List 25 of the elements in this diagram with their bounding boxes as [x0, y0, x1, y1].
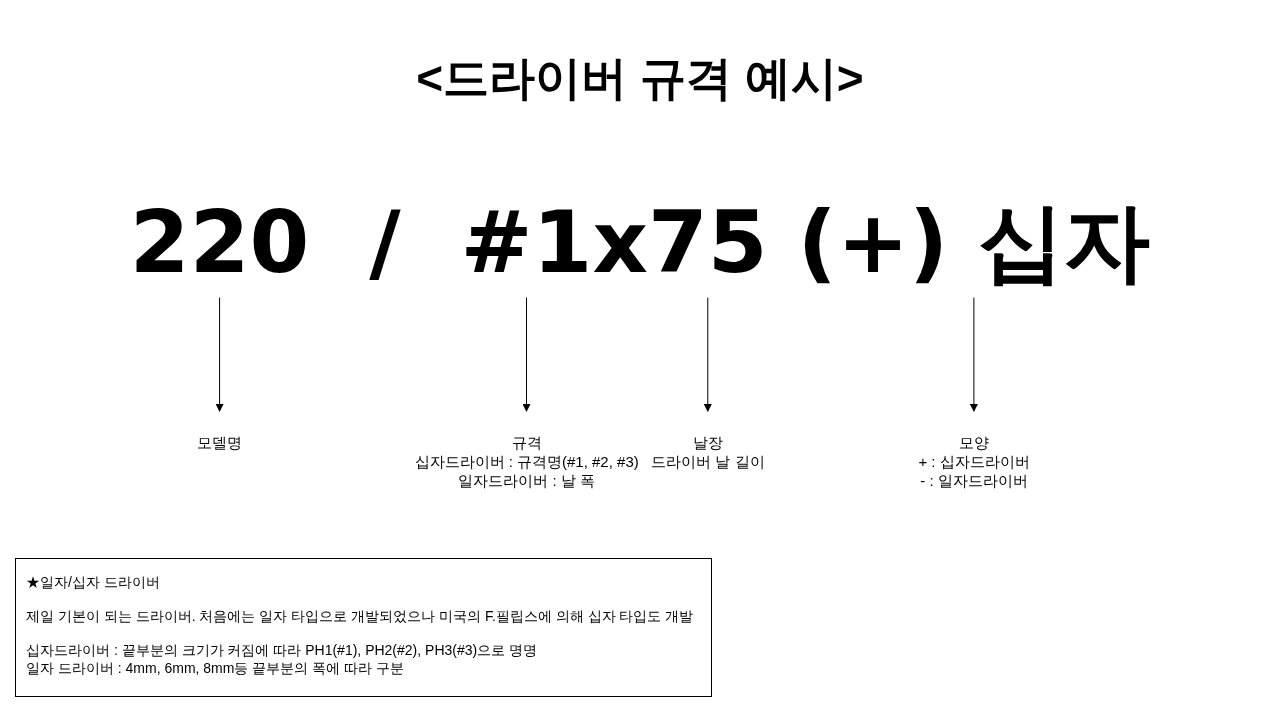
label-text: 일자드라이버 : 날 폭: [458, 471, 595, 490]
label-text: 십자드라이버 : 규격명(#1, #2, #3): [414, 452, 639, 471]
note-box: [15, 558, 712, 697]
label-heading: 모양: [959, 433, 989, 452]
note-text: 일자 드라이버 : 4mm, 6mm, 8mm등 끝부분의 폭에 따라 구분: [26, 659, 404, 677]
note-text: 제일 기본이 되는 드라이버. 처음에는 일자 타입으로 개발되었으나 미국의 F.필립스에 의해 십자 타입도 개발: [26, 607, 694, 625]
arrow: [215, 297, 224, 412]
spec-code-part: (+) 십자: [797, 195, 1151, 290]
note-text: 십자드라이버 : 끝부분의 크기가 커짐에 따라 PH1(#1), PH2(#2), PH3(#3)으로 명명: [26, 641, 538, 659]
spec-code-separator: x: [592, 195, 648, 290]
spec-code-part: 75: [647, 195, 768, 290]
label-heading: 날장: [692, 433, 723, 452]
label-text: 드라이버 날 길이: [651, 452, 765, 471]
label-text: + : 십자드라이버: [918, 452, 1030, 471]
label-heading: 규격: [511, 433, 542, 452]
note-heading: ★일자/십자 드라이버: [26, 573, 160, 591]
label-text: - : 일자드라이버: [920, 471, 1028, 490]
arrow: [522, 297, 531, 412]
arrow: [969, 297, 978, 412]
spec-code-part: 220: [129, 195, 310, 290]
spec-code-separator: /: [369, 195, 401, 290]
title: <드라이버 규격 예시>: [416, 51, 864, 106]
label-heading: 모델명: [197, 433, 243, 452]
arrow: [703, 297, 712, 412]
spec-code-part: #1: [460, 195, 593, 290]
